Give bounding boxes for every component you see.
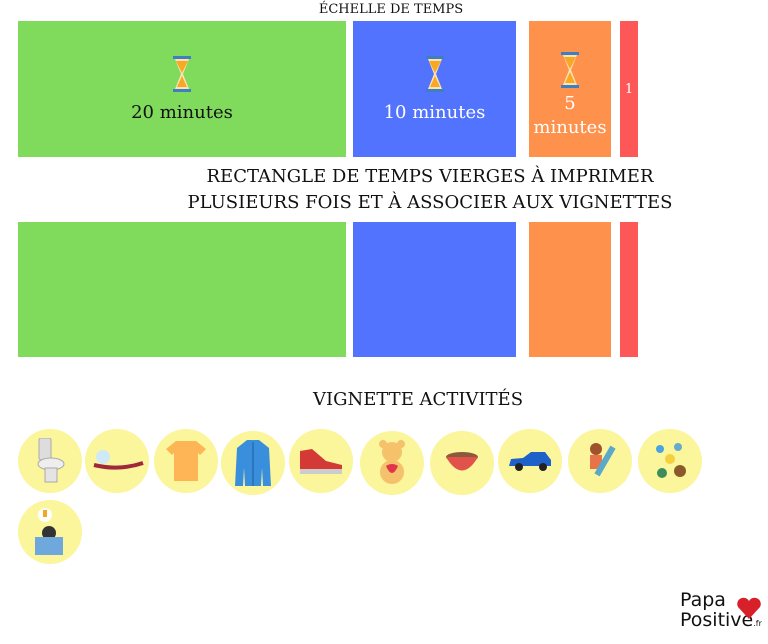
blank-block-1 [620,222,638,357]
activity-teddy-bear[interactable] [360,431,424,495]
time-block-10: 10 minutes [353,21,516,157]
blank-block-5 [529,222,611,357]
hourglass-icon [172,56,192,92]
time-block-1: 1 [620,21,638,157]
jacket-icon [235,440,271,486]
blank-block-20 [18,222,346,357]
logo-line2: Positive [680,609,754,631]
activity-toilet[interactable] [18,429,82,493]
blank-heading: RECTANGLE DE TEMPS VIERGES À IMPRIMER PL… [0,164,768,216]
activity-car[interactable] [498,429,562,493]
time-block-20: 20 minutes [18,21,346,157]
logo-line1: Papa [680,589,726,611]
toilet-icon [37,438,65,483]
time-block-label: 10 minutes [383,101,486,123]
tshirt-icon [166,441,206,481]
papa-positive-logo[interactable]: Papa Positive.fr [680,590,762,638]
toothbrush-icon [93,450,144,470]
teddy-bear-icon [379,440,405,484]
shoe-icon [300,449,342,474]
drawing-child-icon [590,443,616,477]
reading-icon [35,508,63,555]
blank-heading-line1: RECTANGLE DE TEMPS VIERGES À IMPRIMER [206,166,654,187]
hourglass-icon [425,56,445,92]
activity-toys[interactable] [638,429,702,493]
activity-drawing[interactable] [568,429,632,493]
blank-block-10 [353,222,516,357]
toys-icon [656,443,686,478]
blank-heading-line2: PLUSIEURS FOIS ET À ASSOCIER AUX VIGNETT… [187,192,673,213]
car-icon [509,452,551,471]
time-block-label: 1 [624,81,634,97]
activity-shoe[interactable] [289,429,353,493]
activity-toothbrush[interactable] [85,429,149,493]
activities-heading: VIGNETTE ACTIVITÉS [312,389,524,410]
heart-icon [737,597,761,619]
hourglass-icon [560,52,580,88]
activity-jacket[interactable] [221,431,285,495]
time-block-label: 20 minutes [131,101,233,123]
scale-title: ÉCHELLE DE TEMPS [318,2,464,17]
time-block-label: 5 minutes [533,93,607,138]
activity-bowl[interactable] [430,431,494,495]
logo-suffix: .fr [753,619,762,628]
time-block-5: 5 minutes [529,21,611,157]
activity-tshirt[interactable] [154,429,218,493]
activity-reading[interactable] [18,500,82,564]
bowl-icon [446,452,478,471]
